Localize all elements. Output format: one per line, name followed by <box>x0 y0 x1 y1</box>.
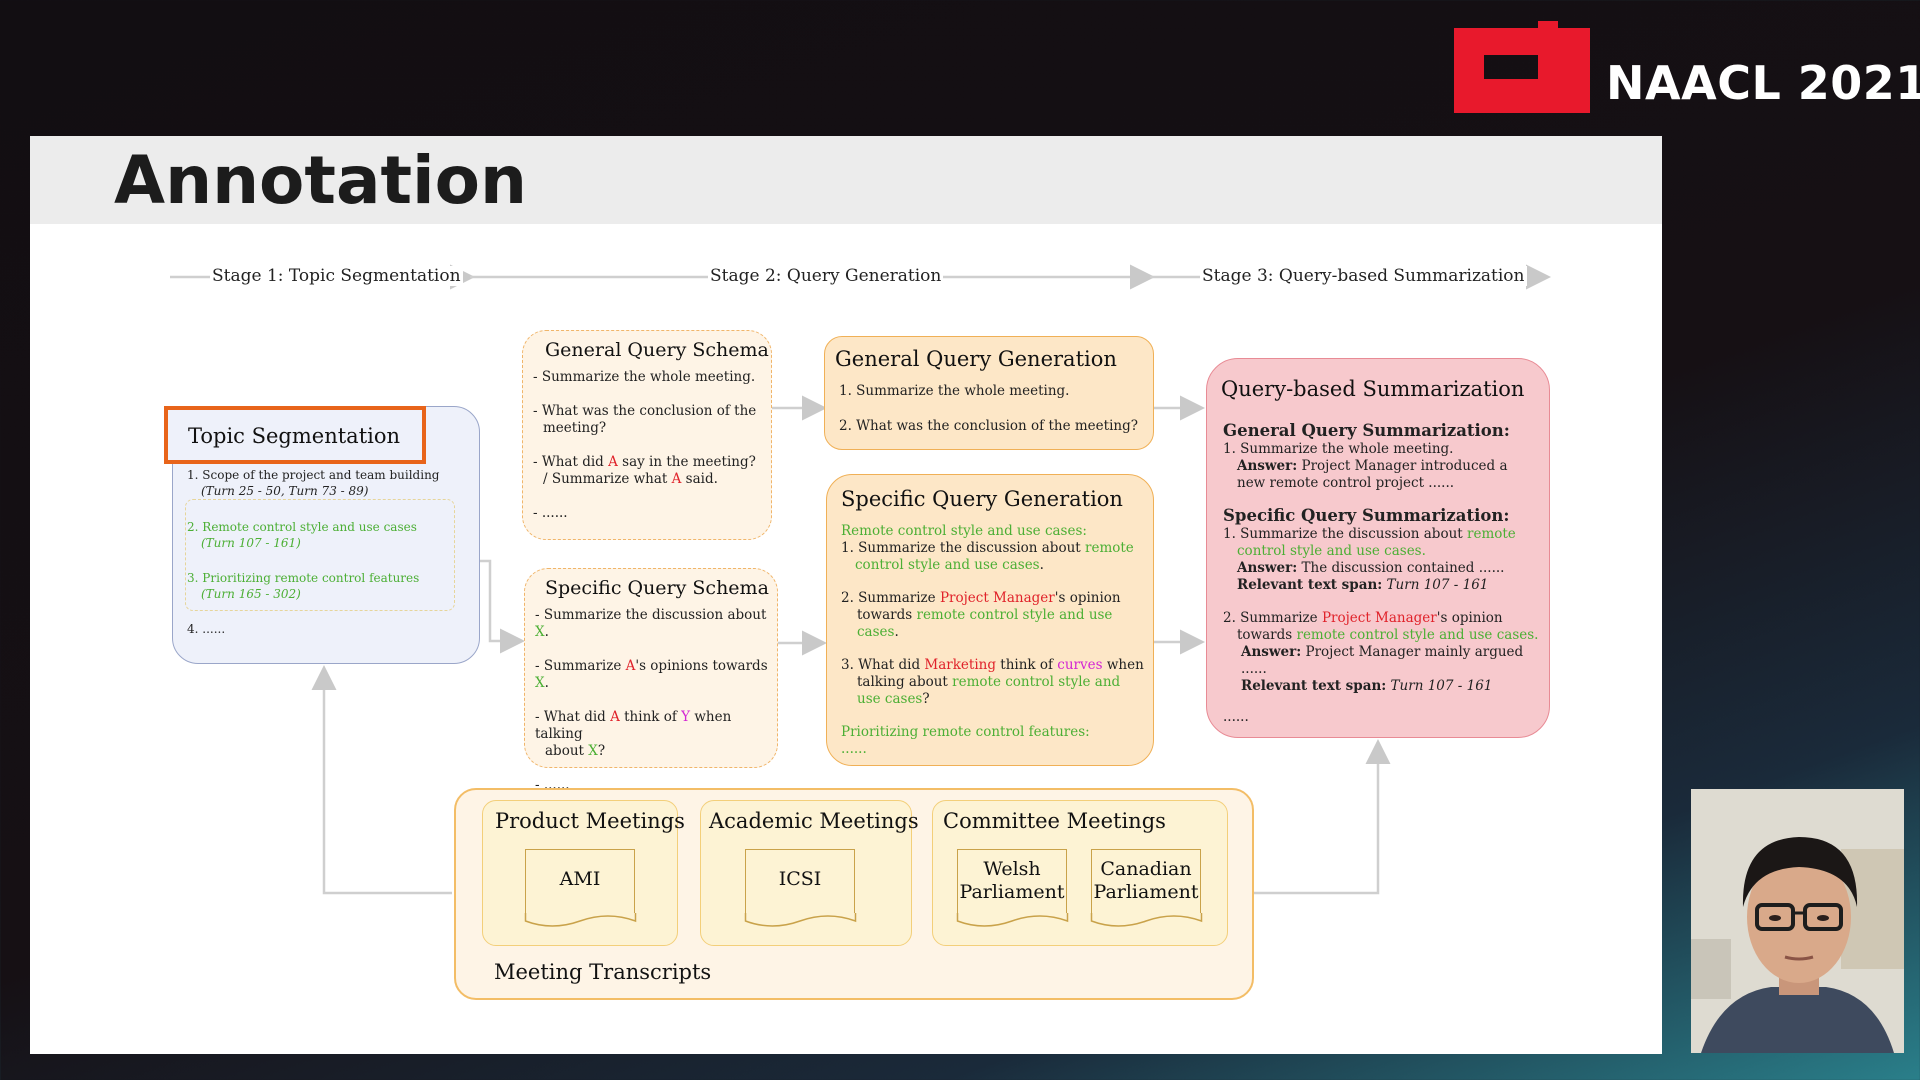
conference-title: NAACL 2021 <box>1606 56 1920 110</box>
specific-generation-lines: Remote control style and use cases: 1. S… <box>841 523 1144 757</box>
slide-title: Annotation <box>114 142 527 219</box>
topic-segmentation-title: Topic Segmentation <box>188 424 401 448</box>
specific-generation-title: Specific Query Generation <box>841 487 1123 511</box>
summarization-title: Query-based Summarization <box>1221 377 1525 401</box>
specific-schema-lines: - Summarize the discussion about X. - Su… <box>535 607 768 793</box>
presenter-video-feed <box>1691 789 1904 1053</box>
meeting-transcripts-label: Meeting Transcripts <box>494 960 712 984</box>
specific-schema-title: Specific Query Schema <box>545 577 769 599</box>
slide: Annotation Stage 1: Topic Seg <box>30 136 1662 1054</box>
icsi-document: ICSI <box>744 849 857 927</box>
summarization-lines: General Query Summarization: 1. Summariz… <box>1223 421 1539 725</box>
presenter-webcam <box>1691 789 1904 1053</box>
topic-item-3: 3. Prioritizing remote control features … <box>187 571 420 601</box>
topic-item-1: 1. Scope of the project and team buildin… <box>187 468 440 498</box>
naacl-logo <box>1454 21 1590 113</box>
topic-item-4: 4. ...... <box>187 622 226 636</box>
general-schema-title: General Query Schema <box>545 339 769 361</box>
topic-dashed-group <box>185 499 455 611</box>
committee-meetings-title: Committee Meetings <box>943 809 1166 833</box>
query-based-summarization-box: Query-based Summarization General Query … <box>1206 358 1550 738</box>
stage-1-label: Stage 1: Topic Segmentation <box>210 266 463 286</box>
general-schema-lines: - Summarize the whole meeting. - What wa… <box>533 369 757 521</box>
slide-header-bar <box>30 136 1662 224</box>
topic-segmentation-highlight: Topic Segmentation <box>164 406 426 464</box>
specific-query-generation-box: Specific Query Generation Remote control… <box>826 474 1154 766</box>
general-query-schema-box: General Query Schema - Summarize the who… <box>522 330 772 540</box>
academic-meetings-group: Academic Meetings ICSI <box>700 800 919 946</box>
academic-meetings-title: Academic Meetings <box>709 809 919 833</box>
product-meetings-title: Product Meetings <box>495 809 685 833</box>
stage-2-label: Stage 2: Query Generation <box>708 266 944 286</box>
specific-query-schema-box: Specific Query Schema - Summarize the di… <box>524 568 778 793</box>
ami-document: AMI <box>524 849 637 927</box>
meeting-transcripts-box: Product Meetings AMI Academic Meetings I… <box>454 788 1254 1000</box>
general-generation-title: General Query Generation <box>835 347 1117 371</box>
general-generation-lines: 1. Summarize the whole meeting. 2. What … <box>839 383 1138 434</box>
topic-item-2: 2. Remote control style and use cases (T… <box>187 520 417 550</box>
stage-3-label: Stage 3: Query-based Summarization <box>1200 266 1527 286</box>
product-meetings-group: Product Meetings AMI <box>482 800 685 946</box>
general-query-generation-box: General Query Generation 1. Summarize th… <box>824 336 1154 450</box>
